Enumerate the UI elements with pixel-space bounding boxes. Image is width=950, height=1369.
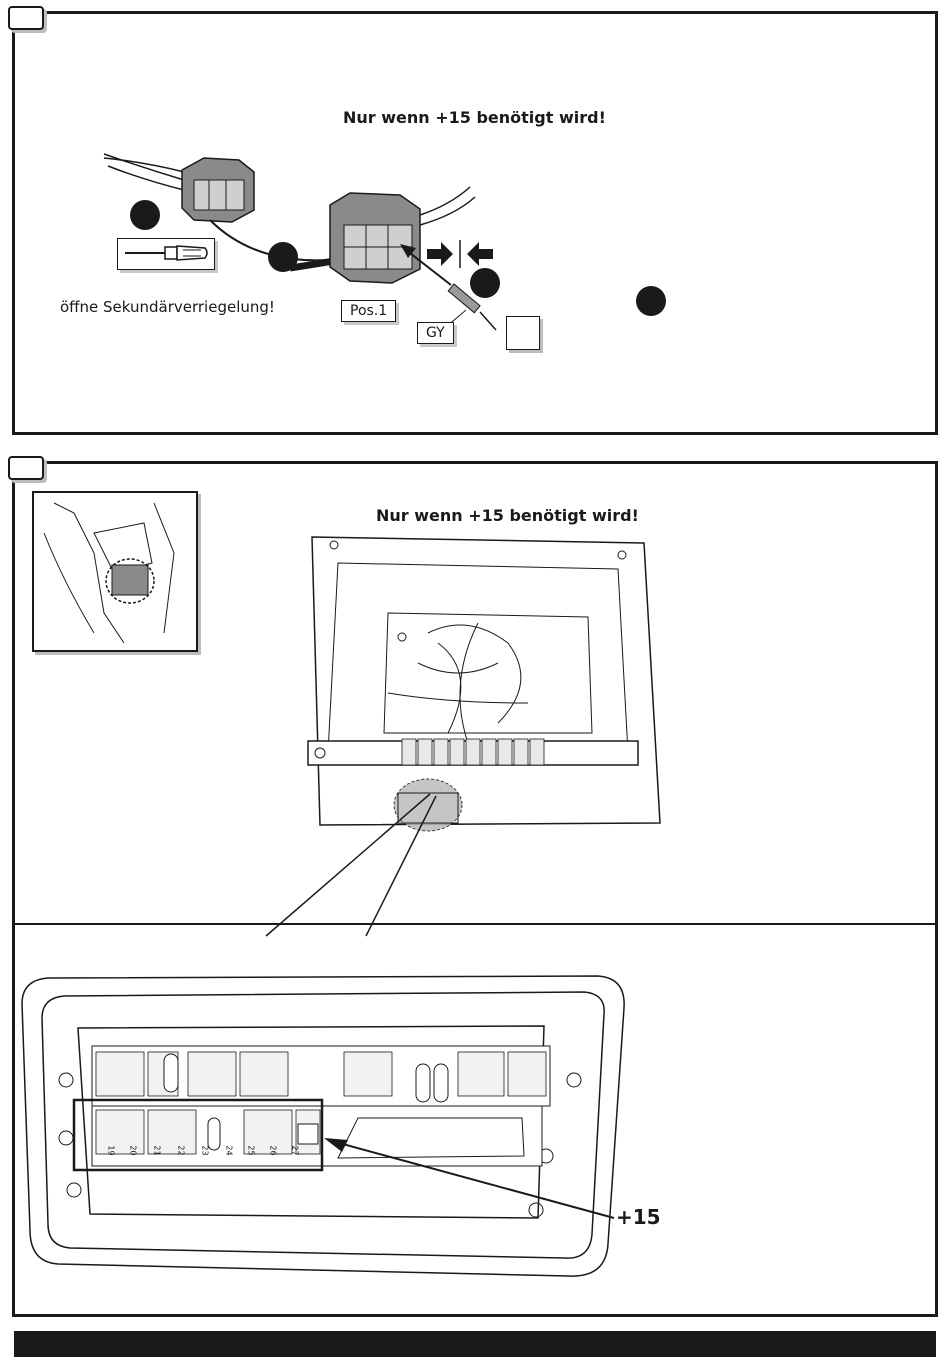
step-marker-a: [130, 200, 160, 230]
fuse-number: 19: [107, 1145, 116, 1155]
vehicle-door-area: [34, 493, 196, 650]
panel2-heading: Nur wenn +15 benötigt wird!: [376, 506, 639, 525]
fuse-compartment-view: [298, 533, 664, 833]
step-marker-b: [268, 242, 298, 272]
panel-divider: [14, 923, 936, 925]
reference-box: [506, 316, 540, 350]
fuse-number: 21: [153, 1145, 162, 1155]
footer-bar: [14, 1331, 936, 1357]
fuse-number-row: 19 20 21 22 23 24 25 26 27: [100, 1146, 306, 1160]
panel1-heading: Nur wenn +15 benötigt wird!: [343, 108, 606, 127]
fuse-number: 25: [247, 1145, 256, 1155]
step-marker-d: [636, 286, 666, 316]
screwdriver-icon: [117, 238, 213, 268]
step-tab-1: [8, 6, 44, 30]
fuse-number: 24: [225, 1145, 234, 1155]
fuse-number: 27: [291, 1145, 300, 1155]
fuse-box-detail: [18, 968, 634, 1284]
terminal-label: +15: [616, 1205, 661, 1229]
fuse-number: 20: [129, 1145, 138, 1155]
pos-label: Pos.1: [341, 300, 396, 322]
fuse-number: 26: [269, 1145, 278, 1155]
step-tab-2: [8, 456, 44, 480]
callout-lines: [264, 790, 464, 940]
fuse-number: 22: [177, 1145, 186, 1155]
fuse-number: 23: [201, 1145, 210, 1155]
instruction-text: öffne Sekundärverriegelung!: [60, 298, 275, 316]
wire-color-label: GY: [417, 322, 454, 344]
